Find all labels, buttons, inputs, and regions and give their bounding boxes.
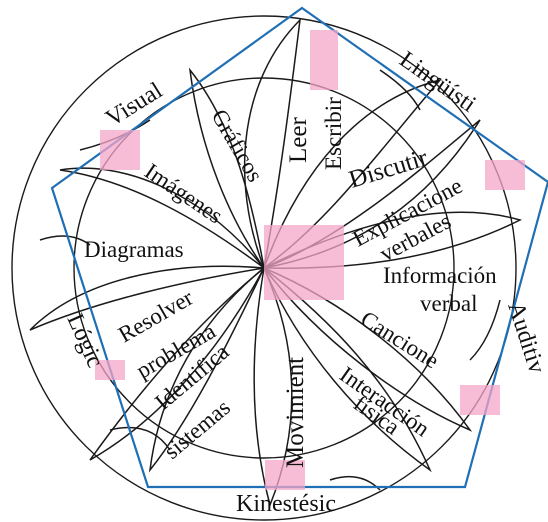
label-visual: Visual <box>101 77 167 132</box>
label-kinesthetic: Kinestésic <box>236 491 336 517</box>
label-movimiento: Movimient <box>282 357 309 468</box>
label-discutir: Discutir <box>346 144 432 194</box>
label-diagramas: Diagramas <box>84 237 184 262</box>
label-verbal: verbal <box>420 291 477 316</box>
label-informacion: Información <box>383 263 497 288</box>
label-leer: Leer <box>285 117 312 163</box>
label-escribir: Escribir <box>321 97 346 170</box>
label-auditory: Auditiv <box>502 299 548 377</box>
label-canciones: Cancione <box>356 306 443 373</box>
